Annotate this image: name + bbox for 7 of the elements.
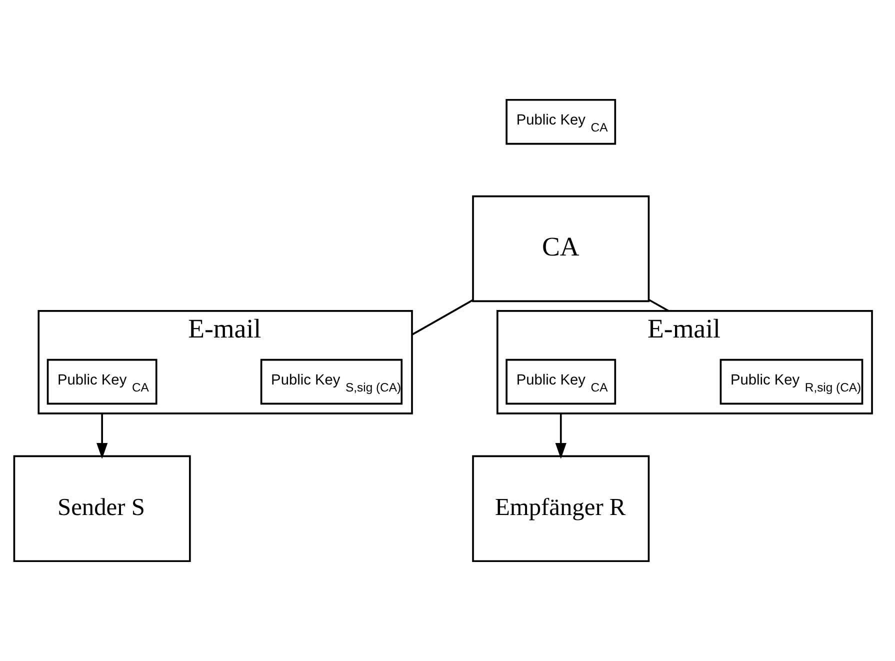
arrow bbox=[554, 413, 566, 459]
node-box: Sender S bbox=[12, 455, 190, 562]
node-box: Empfänger R bbox=[472, 455, 650, 562]
node-box: CA bbox=[472, 195, 650, 302]
connector bbox=[411, 299, 473, 336]
connector bbox=[648, 299, 669, 312]
arrow bbox=[96, 413, 108, 459]
